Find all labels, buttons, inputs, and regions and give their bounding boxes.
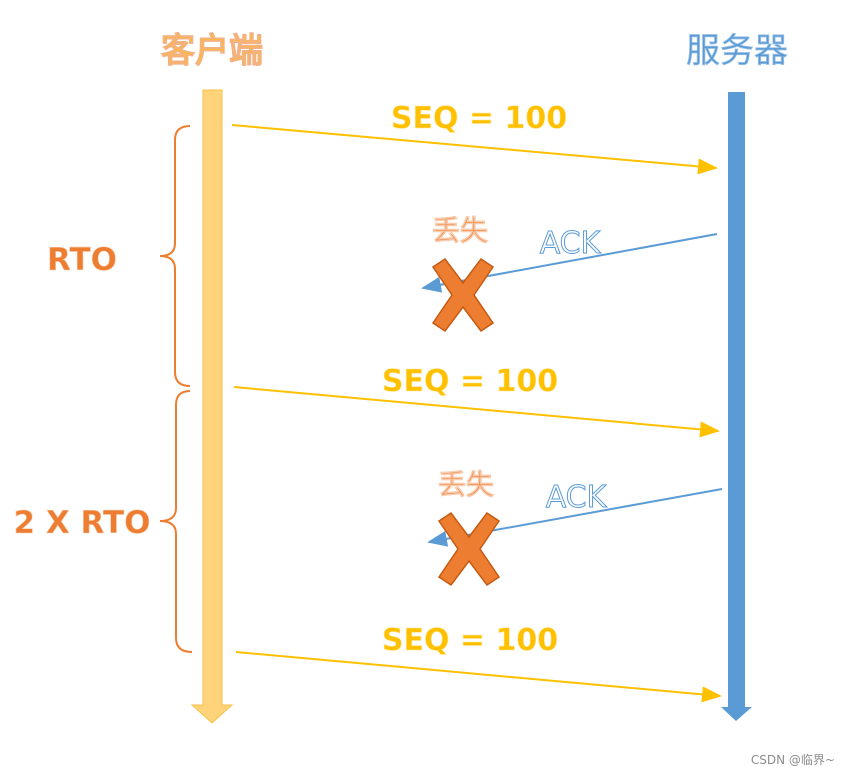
lost-label-2: 丢失 <box>438 468 495 501</box>
rto-brace <box>159 125 191 387</box>
server-label: 服务器 <box>686 31 788 71</box>
seq-arrow-1 <box>231 124 718 175</box>
seq-label-1: SEQ = 100 <box>391 101 567 136</box>
server-lifeline <box>721 92 752 721</box>
client-label: 客户端 <box>161 31 263 71</box>
seq-arrow-2 <box>233 386 720 438</box>
seq-label-2: SEQ = 100 <box>382 364 558 399</box>
two-rto-label: 2 X RTO <box>13 505 150 541</box>
ack-label-1: ACK <box>540 226 602 261</box>
two-rto-brace <box>159 390 193 653</box>
seq-arrow-3 <box>235 651 722 703</box>
lost-x-mark-1 <box>431 257 495 333</box>
lost-x-mark-2 <box>437 511 501 587</box>
client-lifeline <box>190 89 234 724</box>
ack-label-2: ACK <box>546 480 608 515</box>
watermark: CSDN @临界~ <box>751 753 835 767</box>
seq-label-3: SEQ = 100 <box>382 623 558 658</box>
lost-label-1: 丢失 <box>432 214 489 247</box>
rto-label: RTO <box>47 242 117 278</box>
